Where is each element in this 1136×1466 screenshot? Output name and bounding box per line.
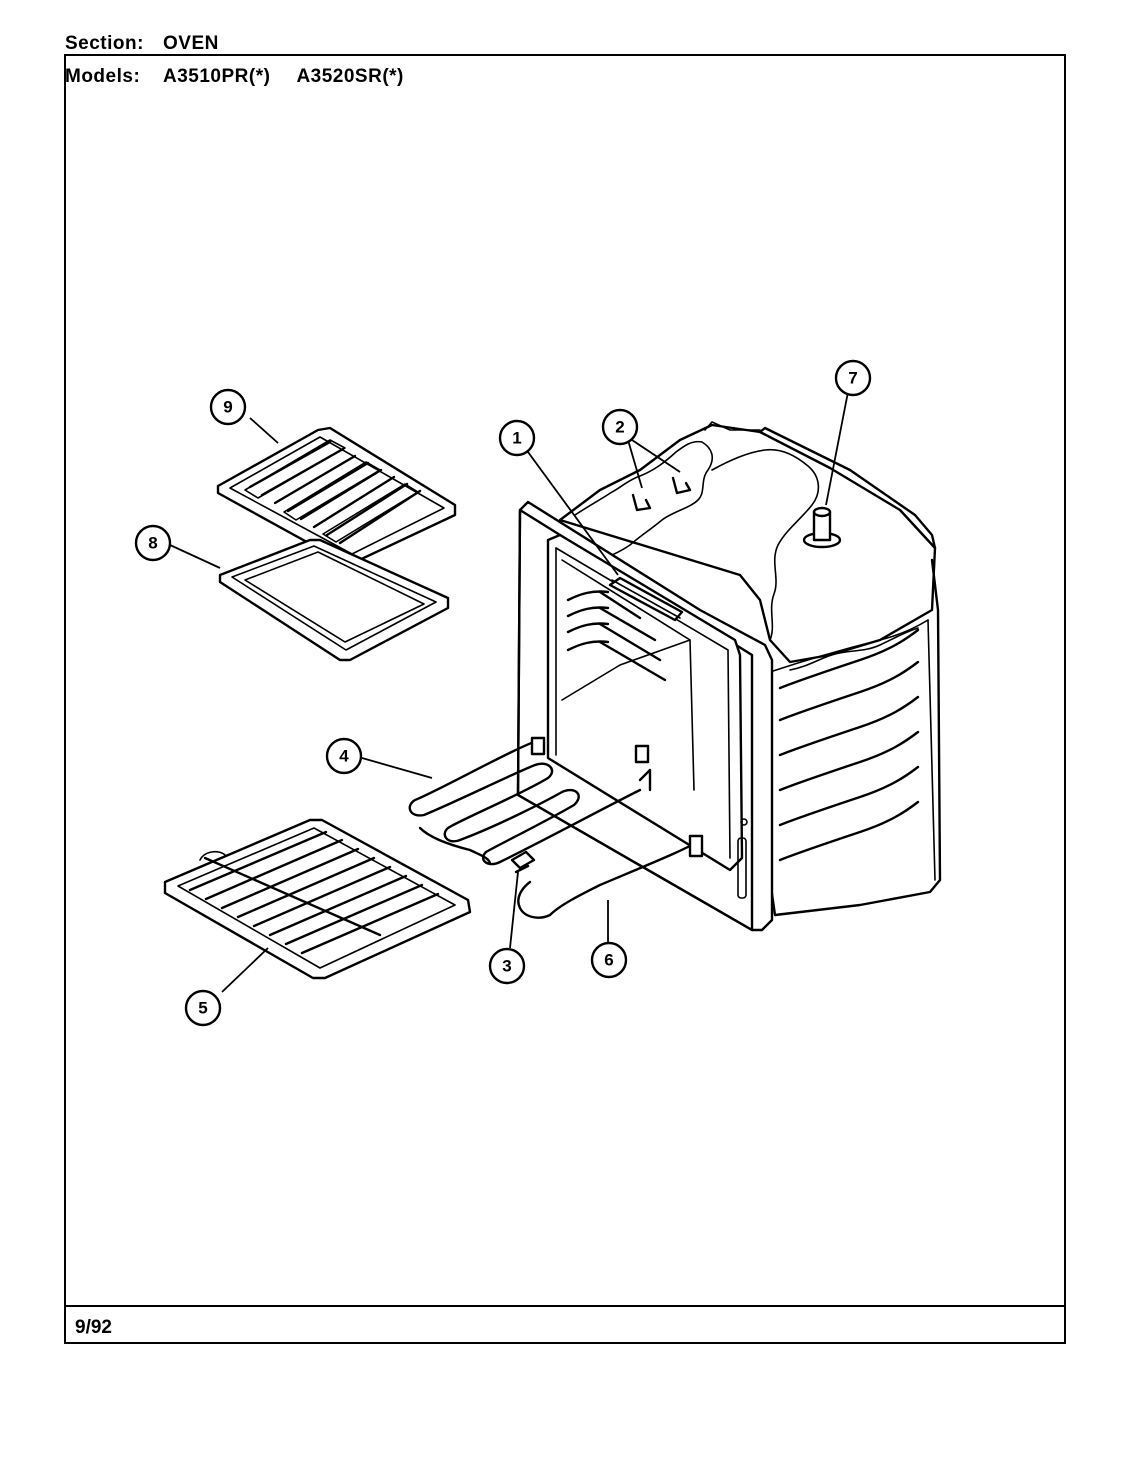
oven-front-frame: [516, 500, 774, 932]
model-number: A3520SR(*): [296, 66, 404, 87]
callout-7: 7: [834, 359, 872, 397]
broil-pan-grid: [216, 426, 457, 565]
callout-2: 2: [601, 408, 639, 446]
callout-leaders: [169, 391, 849, 993]
callout-9: 9: [209, 388, 247, 426]
callout-3: 3: [488, 947, 526, 985]
oven-sensor: [802, 506, 842, 549]
callout-6: 6: [590, 941, 628, 979]
oven-rack: [163, 818, 472, 980]
callout-8-label: 8: [148, 534, 157, 553]
section-header: Section: OVEN: [65, 33, 245, 55]
bottom-element: [517, 834, 704, 919]
model-number: A3510PR(*): [163, 66, 271, 87]
callout-1-label: 1: [512, 429, 521, 448]
bake-element: [408, 736, 652, 866]
callout-4-label: 4: [339, 747, 349, 766]
cavity-clips: [631, 476, 692, 512]
callout-9-label: 9: [223, 398, 232, 417]
callout-2-label: 2: [615, 418, 624, 437]
revision-date: 9/92: [75, 1317, 112, 1338]
callout-5-label: 5: [198, 999, 207, 1018]
broil-pan: [218, 538, 450, 662]
callout-3-label: 3: [502, 957, 511, 976]
diagram-frame: [64, 54, 1066, 1344]
models-label: Models:: [65, 66, 141, 87]
callout-4: 4: [325, 737, 363, 775]
callout-1: 1: [498, 419, 536, 457]
section-label: Section:: [65, 33, 144, 54]
callout-8: 8: [134, 524, 172, 562]
callout-7-label: 7: [848, 369, 857, 388]
element-clip: [510, 850, 536, 874]
models-header: Models: A3510PR(*) A3520SR(*): [65, 66, 430, 88]
footer-divider: [64, 1305, 1066, 1307]
oven-cavity-body: [558, 421, 942, 917]
callout-5: 5: [184, 989, 222, 1027]
section-value: OVEN: [163, 33, 219, 54]
callout-6-label: 6: [604, 951, 613, 970]
